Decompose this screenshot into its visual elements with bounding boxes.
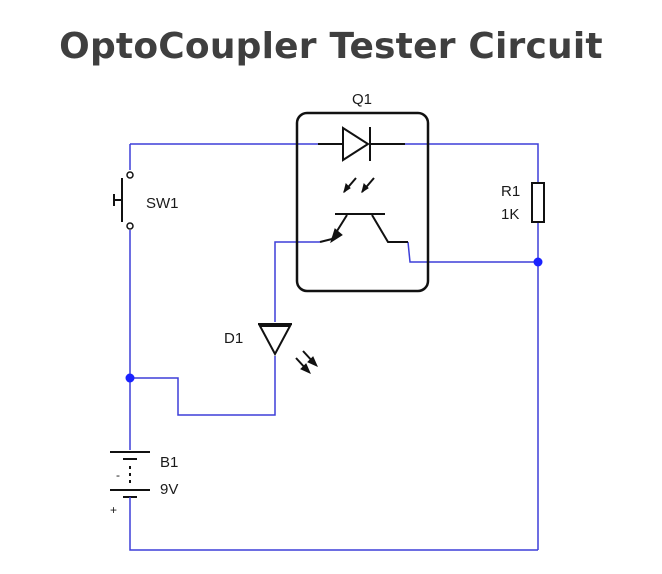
wire-led-emitter [274,241,320,322]
opto-emitter-arrow-icon [330,228,343,244]
optocoupler-package [295,111,430,293]
label-b1: B1 [160,454,178,471]
battery-b1 [110,451,150,512]
label-sw1: SW1 [146,195,179,212]
junction-right [533,257,543,267]
label-d1: D1 [224,330,243,347]
led-d1 [258,323,318,374]
page-title: OptoCoupler Tester Circuit [59,26,603,67]
opto-led-triangle [342,126,370,162]
label-battery-minus: - [116,468,120,482]
opto-transistor-collector [371,214,408,243]
wire-bottom [129,512,538,551]
label-battery-plus: + [110,503,117,517]
label-b1-value: 9V [160,481,178,498]
label-r1-value: 1K [501,206,519,223]
resistor-r1 [531,182,545,223]
led-triangle [258,325,292,357]
wire-top-right [373,143,539,183]
junction-left [125,373,135,383]
wire-collector [407,241,538,263]
opto-light-arrows-icon [343,177,375,194]
switch-sw1 [113,171,134,230]
led-light-arrows-icon [295,350,318,374]
wires [129,143,539,551]
optocoupler-q1 [295,111,430,293]
label-q1: Q1 [352,91,372,108]
label-r1: R1 [501,183,520,200]
wire-node-led [130,356,276,416]
